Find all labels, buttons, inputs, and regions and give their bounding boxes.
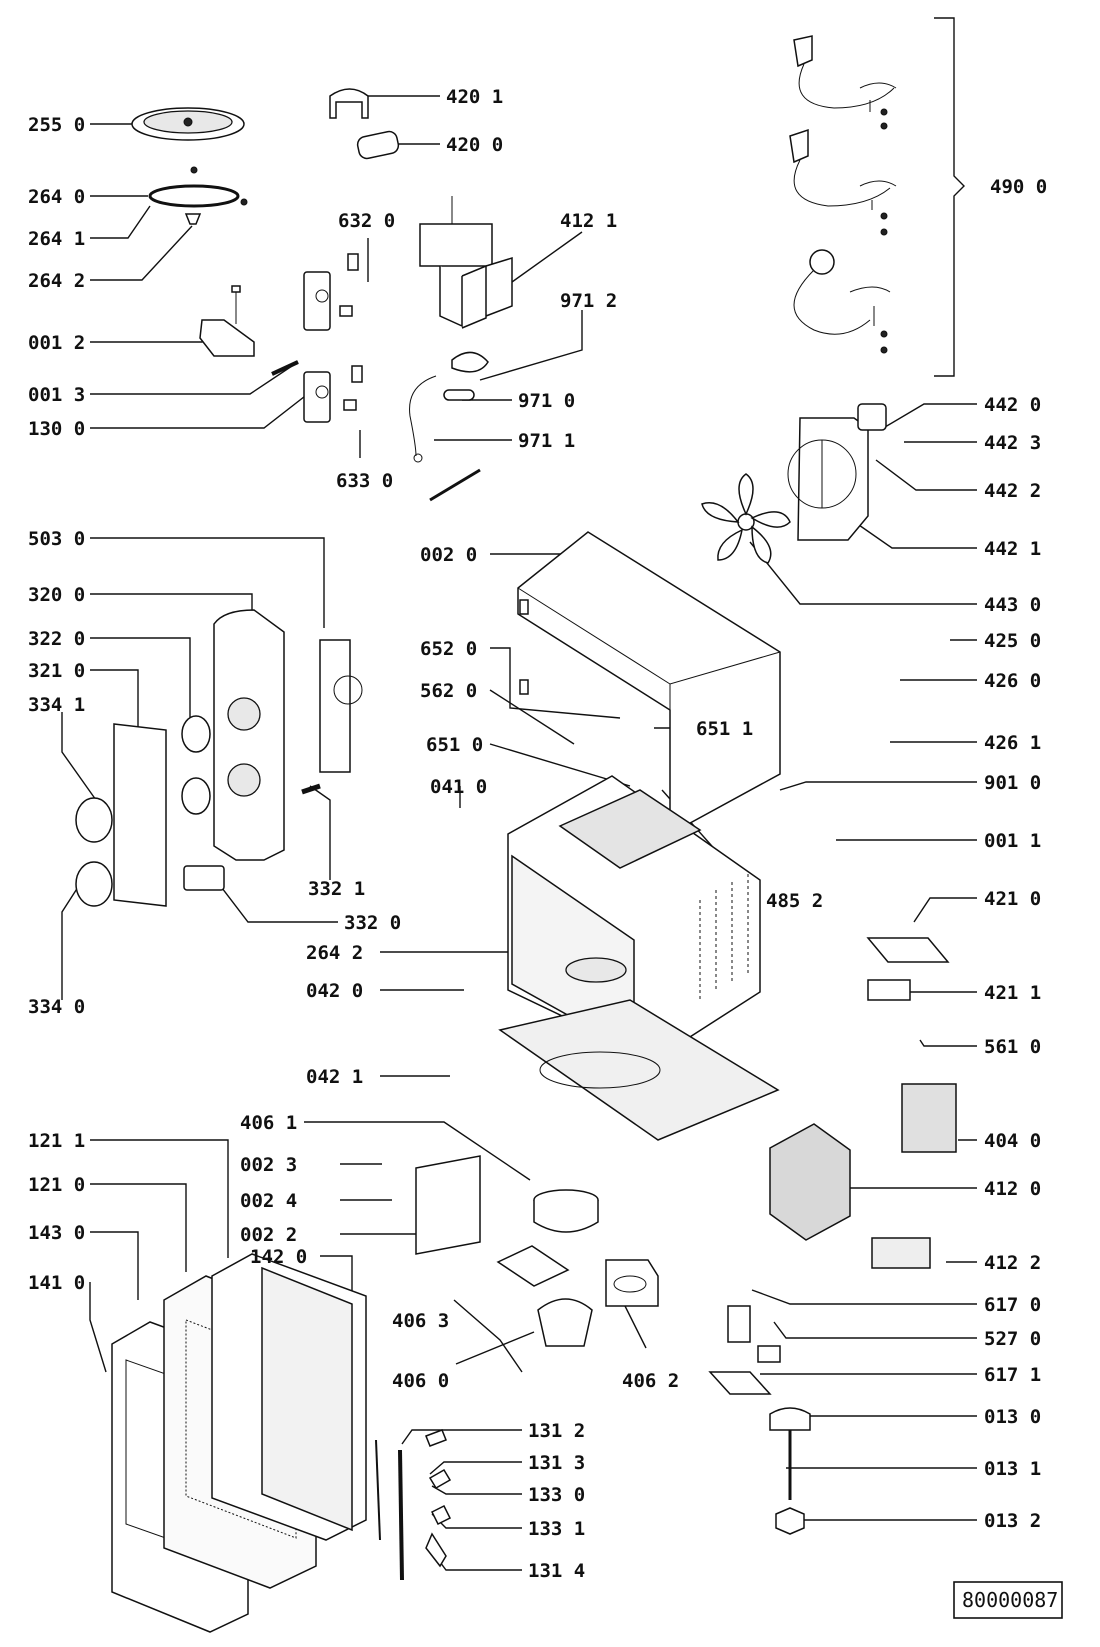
hv-diode-assembly [409, 351, 489, 502]
label-6511: 651 1 [696, 718, 753, 740]
label-3220: 322 0 [28, 628, 85, 650]
label-4250: 425 0 [984, 630, 1041, 652]
label-6520: 652 0 [420, 638, 477, 660]
drawing-number: 80000087 [962, 1588, 1058, 1612]
label-1330: 133 0 [528, 1484, 585, 1506]
label-2642a: 264 2 [28, 270, 85, 292]
label-0011: 001 1 [984, 830, 1041, 852]
label-4900: 490 0 [990, 176, 1047, 198]
label-2640: 264 0 [28, 186, 85, 208]
hv-capacitor [329, 88, 400, 160]
label-0023: 002 3 [240, 1154, 297, 1176]
label-0421: 042 1 [306, 1066, 363, 1088]
label-5610: 561 0 [984, 1036, 1041, 1058]
label-0012: 001 2 [28, 332, 85, 354]
door-hook-bracket [199, 285, 299, 376]
label-6170: 617 0 [984, 1294, 1041, 1316]
cooling-fan-assembly [701, 403, 887, 564]
door-assembly [111, 1253, 367, 1633]
label-1410: 141 0 [28, 1272, 85, 1294]
label-3340: 334 0 [28, 996, 85, 1018]
label-4210: 421 0 [984, 888, 1041, 910]
label-1331: 133 1 [528, 1518, 585, 1540]
label-4260: 426 0 [984, 670, 1041, 692]
label-6171: 617 1 [984, 1364, 1041, 1386]
waveguide-cover [419, 196, 513, 329]
label-4060: 406 0 [392, 1370, 449, 1392]
label-1300: 130 0 [28, 418, 85, 440]
label-5030: 503 0 [28, 528, 85, 550]
label-0132: 013 2 [984, 1510, 1041, 1532]
label-0420: 042 0 [306, 980, 363, 1002]
label-9711: 971 1 [518, 430, 575, 452]
magnetron-transformer [769, 1083, 957, 1269]
label-2642b: 264 2 [306, 942, 363, 964]
label-3321: 332 1 [308, 878, 365, 900]
control-panel [75, 609, 363, 907]
label-9710: 971 0 [518, 390, 575, 412]
power-cords [789, 35, 897, 354]
label-1314: 131 4 [528, 1560, 585, 1582]
label-4063: 406 3 [392, 1310, 449, 1332]
label-2641: 264 1 [28, 228, 85, 250]
label-4201: 420 1 [446, 86, 503, 108]
label-1313: 131 3 [528, 1452, 585, 1474]
label-4122: 412 2 [984, 1252, 1041, 1274]
label-3341: 334 1 [28, 694, 85, 716]
label-4120: 412 0 [984, 1178, 1041, 1200]
label-4121: 412 1 [560, 210, 617, 232]
label-3200: 320 0 [28, 584, 85, 606]
control-board [866, 937, 950, 1001]
label-6510: 651 0 [426, 734, 483, 756]
label-4421: 442 1 [984, 538, 1041, 560]
label-4430: 443 0 [984, 594, 1041, 616]
label-6320: 632 0 [338, 210, 395, 232]
label-0024: 002 4 [240, 1190, 297, 1212]
label-4852: 485 2 [766, 890, 823, 912]
label-1210: 121 0 [28, 1174, 85, 1196]
lower-right-components [708, 1305, 811, 1535]
label-6330: 633 0 [336, 470, 393, 492]
label-3320: 332 0 [344, 912, 401, 934]
interlock-switches [303, 253, 363, 423]
drawing-number-box: 80000087 [953, 1581, 1063, 1619]
label-4040: 404 0 [984, 1130, 1041, 1152]
label-1420: 142 0 [250, 1246, 307, 1268]
label-4420: 442 0 [984, 394, 1041, 416]
roller-ring [148, 166, 248, 225]
label-4261: 426 1 [984, 732, 1041, 754]
label-4211: 421 1 [984, 982, 1041, 1004]
label-0410: 041 0 [430, 776, 487, 798]
label-4422: 442 2 [984, 480, 1041, 502]
label-5620: 562 0 [420, 680, 477, 702]
label-9712: 971 2 [560, 290, 617, 312]
label-0130: 013 0 [984, 1406, 1041, 1428]
label-1430: 143 0 [28, 1222, 85, 1244]
label-0022: 002 2 [240, 1224, 297, 1246]
turntable-motor [415, 1155, 659, 1347]
label-4061: 406 1 [240, 1112, 297, 1134]
label-0020: 002 0 [420, 544, 477, 566]
door-latch-parts [375, 1429, 452, 1581]
turntable-tray [131, 107, 245, 141]
label-4423: 442 3 [984, 432, 1041, 454]
label-9010: 901 0 [984, 772, 1041, 794]
label-4200: 420 0 [446, 134, 503, 156]
label-0013: 001 3 [28, 384, 85, 406]
oven-cavity [498, 775, 780, 1141]
label-2550: 255 0 [28, 114, 85, 136]
label-5270: 527 0 [984, 1328, 1041, 1350]
part-number-labels: 255 0 264 0 264 1 264 2 001 2 001 3 130 … [28, 86, 1047, 1582]
label-1211: 121 1 [28, 1130, 85, 1152]
label-4062: 406 2 [622, 1370, 679, 1392]
label-0131: 013 1 [984, 1458, 1041, 1480]
label-1312: 131 2 [528, 1420, 585, 1442]
outer-cabinet [517, 531, 781, 836]
label-3210: 321 0 [28, 660, 85, 682]
